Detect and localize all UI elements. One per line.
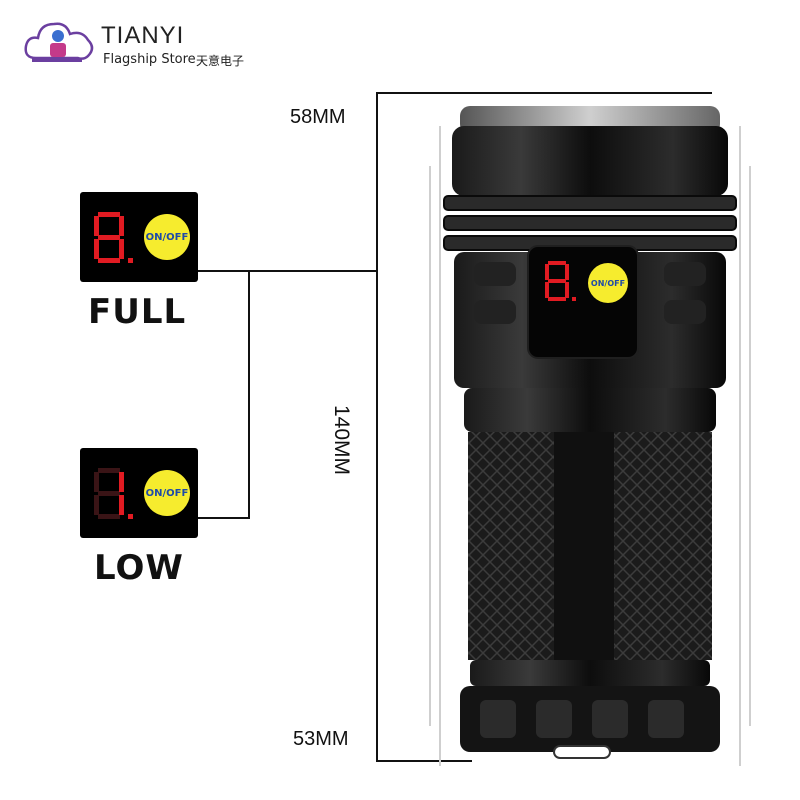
head-diameter-label: 58MM bbox=[290, 106, 346, 128]
onoff-button-full: ON/OFF bbox=[144, 214, 190, 260]
dimension-line-bottom bbox=[376, 760, 472, 762]
connector-line-full bbox=[198, 270, 378, 272]
dimension-line-vertical bbox=[376, 92, 378, 762]
brand-chinese-name: 天意电子 bbox=[196, 54, 245, 68]
brand-name: TIANYI bbox=[101, 22, 185, 49]
flashlight-image: ON/OFF bbox=[429, 106, 751, 766]
dimension-line-top bbox=[376, 92, 712, 94]
full-mode-display: ON/OFF bbox=[80, 192, 198, 282]
brand-subtitle: Flagship Store bbox=[103, 52, 196, 67]
brand-logo bbox=[22, 14, 96, 68]
cloud-logo-icon bbox=[24, 22, 94, 62]
seven-segment-low-icon bbox=[94, 468, 133, 519]
connector-line-low bbox=[198, 517, 250, 519]
low-mode-label: LOW bbox=[94, 548, 184, 588]
seven-segment-full-icon bbox=[94, 212, 133, 263]
device-onoff-text: ON/OFF bbox=[591, 279, 625, 288]
low-mode-display: ON/OFF bbox=[80, 448, 198, 538]
tail-diameter-label: 53MM bbox=[293, 728, 349, 750]
connector-line-vertical bbox=[248, 270, 250, 518]
full-mode-label: FULL bbox=[88, 292, 187, 332]
length-label: 140MM bbox=[330, 404, 353, 476]
onoff-button-low: ON/OFF bbox=[144, 470, 190, 516]
